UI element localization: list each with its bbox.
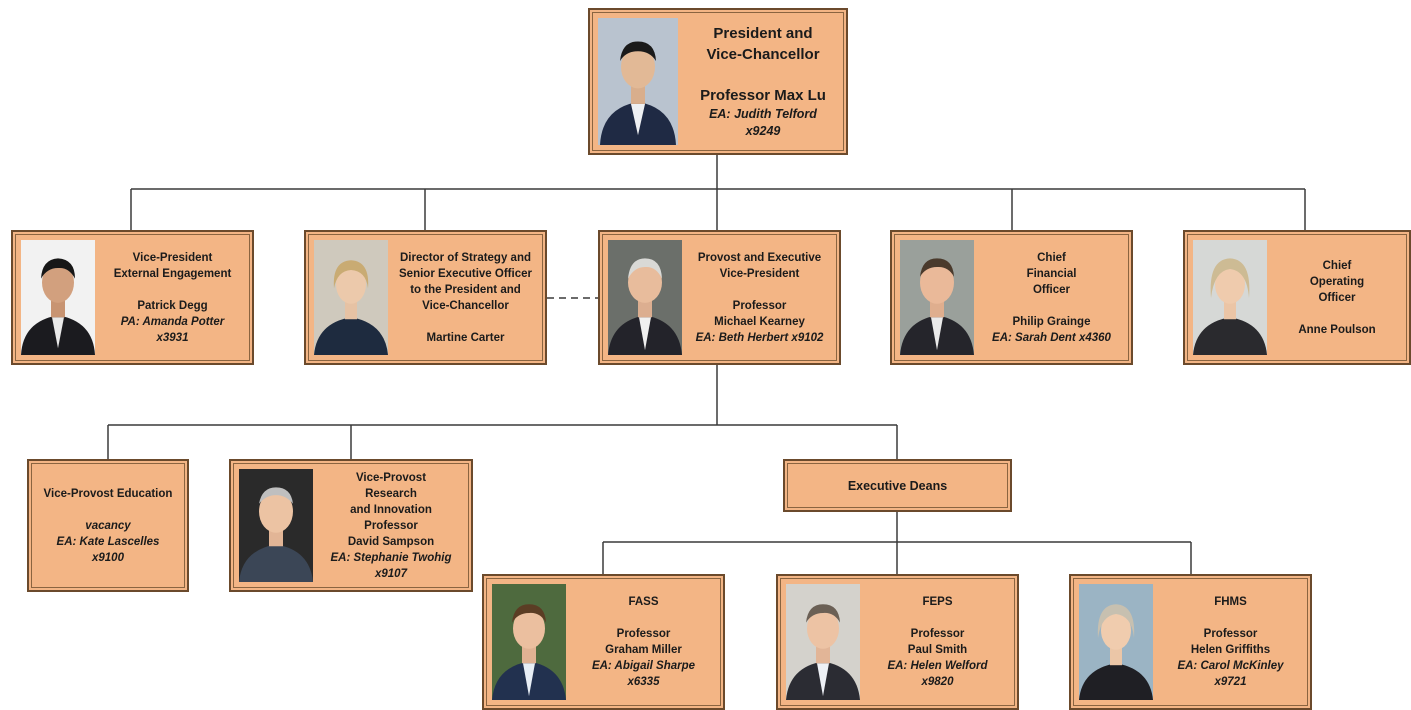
vp-research-name-line1: Professor <box>364 519 418 532</box>
coo-title-line3: Officer <box>1318 291 1356 304</box>
fass-ea: EA: Abigail Sharpe <box>591 660 696 672</box>
vp-research-title-line2: Research <box>365 487 417 500</box>
director-strategy-title-line4: Vice-Chancellor <box>422 299 509 312</box>
provost-name-line1: Professor <box>732 299 787 312</box>
director-strategy-title-line1: Director of Strategy and <box>400 251 531 264</box>
cfo-ea: EA: Sarah Dent x4360 <box>992 331 1111 344</box>
vp-education-name: vacancy <box>85 519 131 532</box>
feps-ext: x9820 <box>921 676 954 688</box>
vp-research-box: Vice-Provost Research and Innovation Pro… <box>229 459 473 592</box>
cfo-name: Philip Grainge <box>1012 315 1091 328</box>
vp-education-box: Vice-Provost Education vacancy EA: Kate … <box>27 459 189 592</box>
vp-external-ext: x3931 <box>156 331 189 344</box>
feps-ea: EA: Helen Welford <box>887 660 988 672</box>
vp-research-photo <box>239 469 313 582</box>
provost-photo <box>608 240 682 355</box>
vp-research-name-line2: David Sampson <box>347 535 435 548</box>
vp-research-ea: EA: Stephanie Twohig <box>330 551 452 564</box>
fhms-faculty: FHMS <box>1214 596 1247 608</box>
director-strategy-photo <box>314 240 388 355</box>
person-photo-icon <box>314 240 388 355</box>
feps-faculty: FEPS <box>922 596 953 608</box>
person-photo-icon <box>786 584 860 700</box>
person-photo-icon <box>900 240 974 355</box>
vp-education-ea: EA: Kate Lascelles <box>56 535 160 548</box>
vp-external-box: Vice-President External Engagement Patri… <box>11 230 254 365</box>
person-photo-icon <box>1079 584 1153 700</box>
fhms-ea: EA: Carol McKinley <box>1177 660 1284 672</box>
president-title-line1: President and <box>713 25 813 42</box>
executive-deans-label: Executive Deans <box>847 478 948 493</box>
fhms-box: FHMS Professor Helen Griffiths EA: Carol… <box>1069 574 1312 710</box>
fass-faculty: FASS <box>628 596 659 608</box>
person-photo-icon <box>1193 240 1267 355</box>
director-strategy-box: Director of Strategy and Senior Executiv… <box>304 230 547 365</box>
vp-external-name: Patrick Degg <box>137 299 208 312</box>
vp-education-title: Vice-Provost Education <box>43 487 173 500</box>
vp-external-photo <box>21 240 95 355</box>
director-strategy-name: Martine Carter <box>426 331 505 344</box>
vp-external-title-line1: Vice-President <box>132 251 213 264</box>
director-strategy-title-line3: to the President and <box>410 283 521 296</box>
feps-name-line1: Professor <box>910 628 965 640</box>
vp-external-title-line2: External Engagement <box>113 267 232 280</box>
fhms-name-line1: Professor <box>1203 628 1258 640</box>
president-ea: EA: Judith Telford <box>709 107 817 121</box>
person-photo-icon <box>239 469 313 582</box>
cfo-photo <box>900 240 974 355</box>
fhms-name-line2: Helen Griffiths <box>1190 644 1271 656</box>
coo-title-line1: Chief <box>1322 259 1352 272</box>
coo-photo <box>1193 240 1267 355</box>
person-photo-icon <box>21 240 95 355</box>
fass-name-line1: Professor <box>616 628 671 640</box>
president-name: Professor Max Lu <box>700 87 826 104</box>
president-box: President and Vice-Chancellor Professor … <box>588 8 848 155</box>
cfo-title-line1: Chief <box>1037 251 1066 264</box>
cfo-box: Chief Financial Officer Philip Grainge E… <box>890 230 1133 365</box>
provost-title-line1: Provost and Executive <box>697 251 822 264</box>
feps-photo <box>786 584 860 700</box>
coo-title-line2: Operating <box>1309 275 1365 288</box>
fass-photo <box>492 584 566 700</box>
coo-box: Chief Operating Officer Anne Poulson <box>1183 230 1411 365</box>
president-title-line2: Vice-Chancellor <box>706 46 820 63</box>
person-photo-icon <box>598 18 678 145</box>
cfo-title-line2: Financial <box>1026 267 1077 280</box>
provost-ea: EA: Beth Herbert x9102 <box>695 331 824 344</box>
fhms-ext: x9721 <box>1214 676 1247 688</box>
president-photo <box>598 18 678 145</box>
provost-title-line2: Vice-President <box>719 267 800 280</box>
fass-box: FASS Professor Graham Miller EA: Abigail… <box>482 574 725 710</box>
provost-name-line2: Michael Kearney <box>714 315 805 328</box>
feps-name-line2: Paul Smith <box>907 644 968 656</box>
vp-external-pa: PA: Amanda Potter <box>120 315 225 328</box>
person-photo-icon <box>608 240 682 355</box>
vp-research-title-line1: Vice-Provost <box>355 471 427 484</box>
person-photo-icon <box>492 584 566 700</box>
cfo-title-line3: Officer <box>1032 283 1071 296</box>
vp-research-ext: x9107 <box>375 567 407 580</box>
fass-name-line2: Graham Miller <box>605 644 682 656</box>
vp-research-title-line3: and Innovation <box>350 503 432 516</box>
director-strategy-title-line2: Senior Executive Officer <box>399 267 532 280</box>
fass-ext: x6335 <box>627 676 660 688</box>
vp-education-ext: x9100 <box>92 551 124 564</box>
feps-box: FEPS Professor Paul Smith EA: Helen Welf… <box>776 574 1019 710</box>
president-ext: x9249 <box>745 124 781 138</box>
fhms-photo <box>1079 584 1153 700</box>
provost-box: Provost and Executive Vice-President Pro… <box>598 230 841 365</box>
executive-deans-box: Executive Deans <box>783 459 1012 512</box>
coo-name: Anne Poulson <box>1298 323 1376 336</box>
